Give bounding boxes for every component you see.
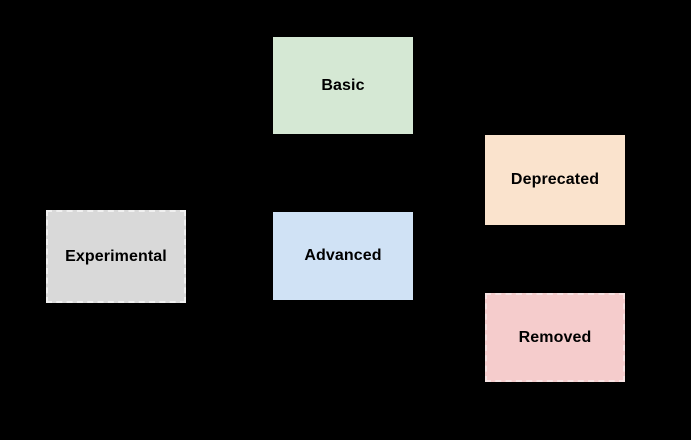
node-label-advanced: Advanced bbox=[304, 247, 382, 265]
diagram-node-deprecated[interactable]: Deprecated bbox=[485, 135, 625, 225]
diagram-node-experimental[interactable]: Experimental bbox=[46, 210, 186, 303]
node-label-removed: Removed bbox=[518, 328, 592, 346]
node-label-deprecated: Deprecated bbox=[510, 171, 600, 189]
diagram-node-advanced[interactable]: Advanced bbox=[273, 212, 413, 300]
diagram-node-removed[interactable]: Removed bbox=[485, 293, 625, 382]
diagram-node-basic[interactable]: Basic bbox=[273, 37, 413, 134]
node-label-basic: Basic bbox=[321, 76, 365, 94]
node-label-experimental: Experimental bbox=[65, 247, 167, 265]
